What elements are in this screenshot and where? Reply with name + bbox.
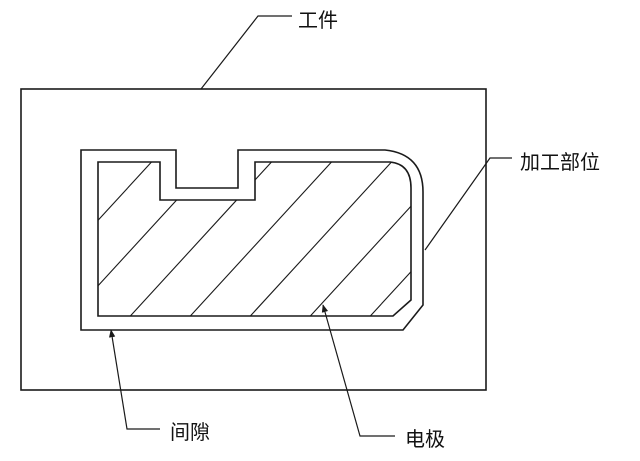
workpiece-label: 工件: [298, 8, 338, 32]
gap-label: 间隙: [170, 420, 210, 444]
electrode-label: 电极: [405, 427, 445, 451]
workpiece-block: [20, 88, 487, 391]
machining-area-label: 加工部位: [520, 150, 600, 174]
electrode-outline: [97, 161, 412, 317]
electrode-leader: [321, 304, 395, 437]
machining-area-leader: [424, 157, 512, 251]
workpiece-leader: [200, 15, 292, 90]
gap-leader: [108, 329, 160, 430]
electrode-hatch: [98, 162, 411, 316]
machining-cavity-outline: [80, 149, 424, 331]
